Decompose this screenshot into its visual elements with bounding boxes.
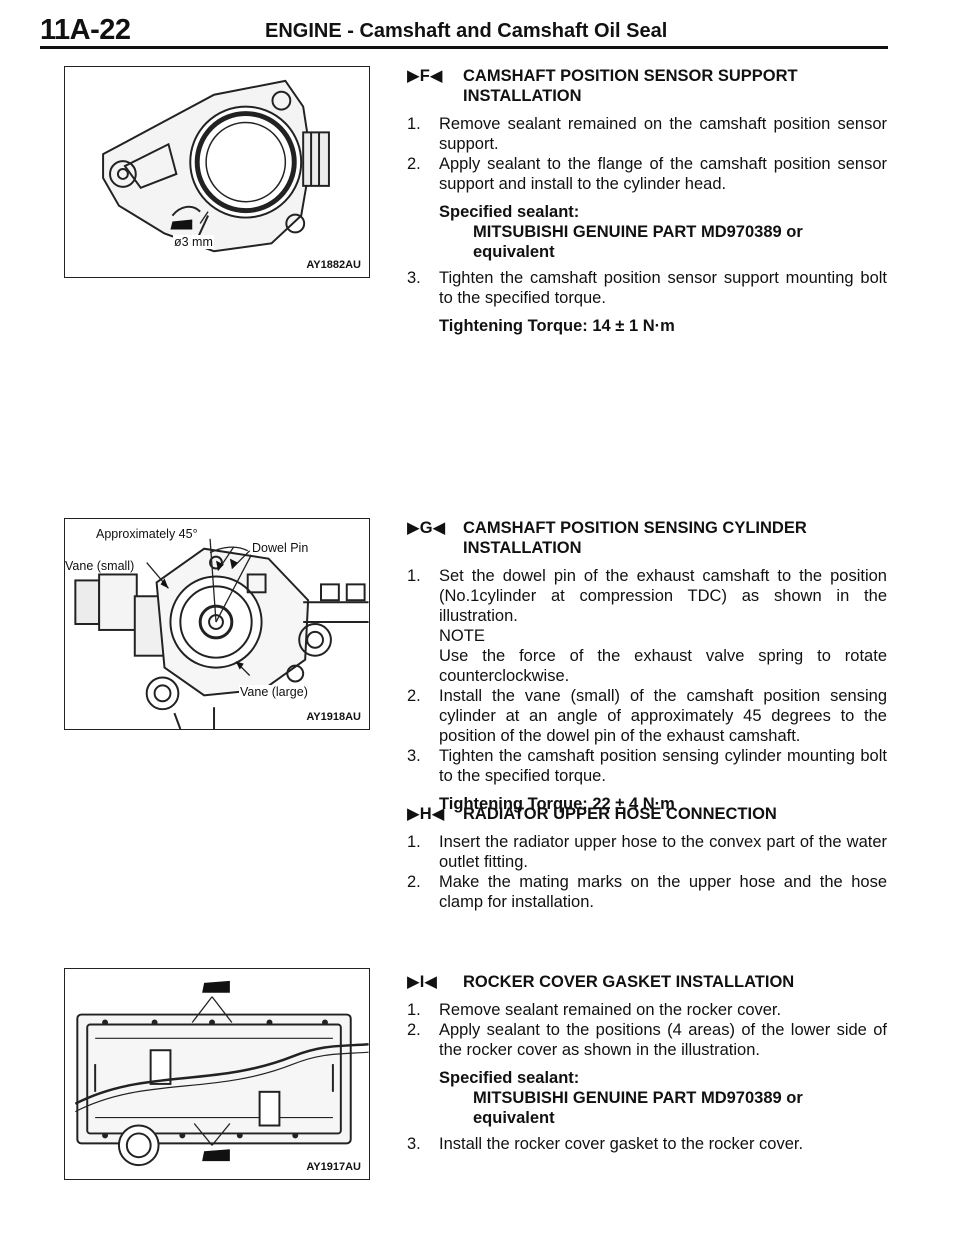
section-title: CAMSHAFT POSITION SENSING CYLINDER INSTA… — [463, 519, 807, 557]
figure-code: AY1917AU — [306, 1161, 361, 1173]
step-text: Remove sealant remained on the rocker co… — [439, 1001, 782, 1019]
spec-value: MITSUBISHI GENUINE PART MD970389 or equi… — [473, 223, 803, 261]
step-text: Apply sealant to the flange of the camsh… — [439, 155, 887, 193]
step-item: 2. Apply sealant to the positions (4 are… — [407, 1020, 887, 1060]
step-item: 1. Remove sealant remained on the rocker… — [407, 1000, 887, 1020]
step-item: 1. Remove sealant remained on the camsha… — [407, 114, 887, 154]
step-item: 3. Tighten the camshaft position sensor … — [407, 268, 887, 308]
step-item: 1. Insert the radiator upper hose to the… — [407, 832, 887, 872]
step-item: 2. Install the vane (small) of the camsh… — [407, 686, 887, 746]
figure-sensor-support: ø3 mm AY1882AU — [64, 66, 370, 278]
step-text: Set the dowel pin of the exhaust camshaf… — [439, 567, 887, 625]
step-number: 3. — [407, 1135, 421, 1153]
step-number: 3. — [407, 747, 421, 765]
section-heading: ▶I◀ ROCKER COVER GASKET INSTALLATION — [407, 972, 887, 992]
step-item: 3. Tighten the camshaft position sensing… — [407, 746, 887, 786]
torque-spec: Tightening Torque: 14 ± 1 N·m — [439, 317, 675, 335]
step-item: 1. Set the dowel pin of the exhaust cams… — [407, 566, 887, 626]
section-heading: ▶H◀ RADIATOR UPPER HOSE CONNECTION — [407, 804, 887, 824]
section-sensing-cylinder: ▶G◀ CAMSHAFT POSITION SENSING CYLINDER I… — [407, 518, 887, 820]
step-list: 1. Remove sealant remained on the rocker… — [407, 1000, 887, 1060]
step-text: Apply sealant to the positions (4 areas)… — [439, 1021, 887, 1059]
section-marker: ▶H◀ — [407, 805, 445, 823]
sensor-support-illustration — [102, 79, 330, 253]
section-radiator-hose: ▶H◀ RADIATOR UPPER HOSE CONNECTION 1. In… — [407, 804, 887, 912]
section-rocker-cover-gasket: ▶I◀ ROCKER COVER GASKET INSTALLATION 1. … — [407, 972, 887, 1154]
header-rule — [40, 46, 888, 49]
step-text: Install the rocker cover gasket to the r… — [439, 1135, 804, 1153]
sensing-cylinder-illustration — [74, 538, 369, 729]
note-text: Use the force of the exhaust valve sprin… — [439, 647, 887, 685]
step-number: 1. — [407, 1001, 421, 1019]
section-marker: ▶F◀ — [407, 67, 443, 85]
step-text: Tighten the camshaft position sensing cy… — [439, 747, 887, 785]
step-text: Remove sealant remained on the camshaft … — [439, 115, 887, 153]
page-number: 11A-22 — [40, 14, 131, 46]
rocker-cover-illustration — [74, 980, 369, 1167]
step-list: 1. Remove sealant remained on the camsha… — [407, 114, 887, 194]
step-item: 3. Install the rocker cover gasket to th… — [407, 1134, 887, 1154]
section-heading: ▶F◀ CAMSHAFT POSITION SENSOR SUPPORT INS… — [407, 66, 887, 106]
step-number: 2. — [407, 873, 421, 891]
section-sensor-support: ▶F◀ CAMSHAFT POSITION SENSOR SUPPORT INS… — [407, 66, 887, 342]
step-number: 1. — [407, 567, 421, 585]
step-number: 1. — [407, 833, 421, 851]
section-marker: ▶I◀ — [407, 973, 437, 991]
step-number: 3. — [407, 269, 421, 287]
step-item: 2. Make the mating marks on the upper ho… — [407, 872, 887, 912]
page-title: ENGINE - Camshaft and Camshaft Oil Seal — [265, 20, 668, 42]
step-list: 1. Set the dowel pin of the exhaust cams… — [407, 566, 887, 786]
spec-label: Specified sealant: — [439, 1069, 580, 1087]
diameter-label: ø3 mm — [173, 235, 214, 249]
page-header: 11A-22 ENGINE - Camshaft and Camshaft Oi… — [40, 14, 888, 50]
step-number: 1. — [407, 115, 421, 133]
section-heading: ▶G◀ CAMSHAFT POSITION SENSING CYLINDER I… — [407, 518, 887, 558]
section-marker: ▶G◀ — [407, 519, 446, 537]
figure-rocker-cover: AY1917AU — [64, 968, 370, 1180]
torque-spec: Tightening Torque: 22 ± 4 N·m — [439, 795, 675, 813]
step-number: 2. — [407, 155, 421, 173]
section-title: RADIATOR UPPER HOSE CONNECTION — [463, 805, 777, 823]
angle-label: Approximately 45° — [95, 527, 199, 541]
spec-value: MITSUBISHI GENUINE PART MD970389 or equi… — [473, 1089, 803, 1127]
figure-code: AY1918AU — [306, 711, 361, 723]
step-text: Install the vane (small) of the camshaft… — [439, 687, 887, 745]
step-number: 2. — [407, 687, 421, 705]
section-title: ROCKER COVER GASKET INSTALLATION — [463, 973, 795, 991]
vane-small-label: Vane (small) — [65, 559, 136, 573]
step-text: Insert the radiator upper hose to the co… — [439, 833, 887, 871]
section-title: CAMSHAFT POSITION SENSOR SUPPORT INSTALL… — [463, 67, 798, 105]
dowel-pin-label: Dowel Pin — [251, 541, 310, 555]
step-text: Tighten the camshaft position sensor sup… — [439, 269, 887, 307]
step-text: Make the mating marks on the upper hose … — [439, 873, 887, 911]
step-item: 2. Apply sealant to the flange of the ca… — [407, 154, 887, 194]
step-list: 1. Insert the radiator upper hose to the… — [407, 832, 887, 912]
note-label: NOTE — [439, 627, 485, 645]
step-number: 2. — [407, 1021, 421, 1039]
figure-sensing-cylinder: Approximately 45° Dowel Pin Vane (small)… — [64, 518, 370, 730]
vane-large-label: Vane (large) — [239, 685, 309, 699]
figure-code: AY1882AU — [306, 259, 361, 271]
spec-label: Specified sealant: — [439, 203, 580, 221]
